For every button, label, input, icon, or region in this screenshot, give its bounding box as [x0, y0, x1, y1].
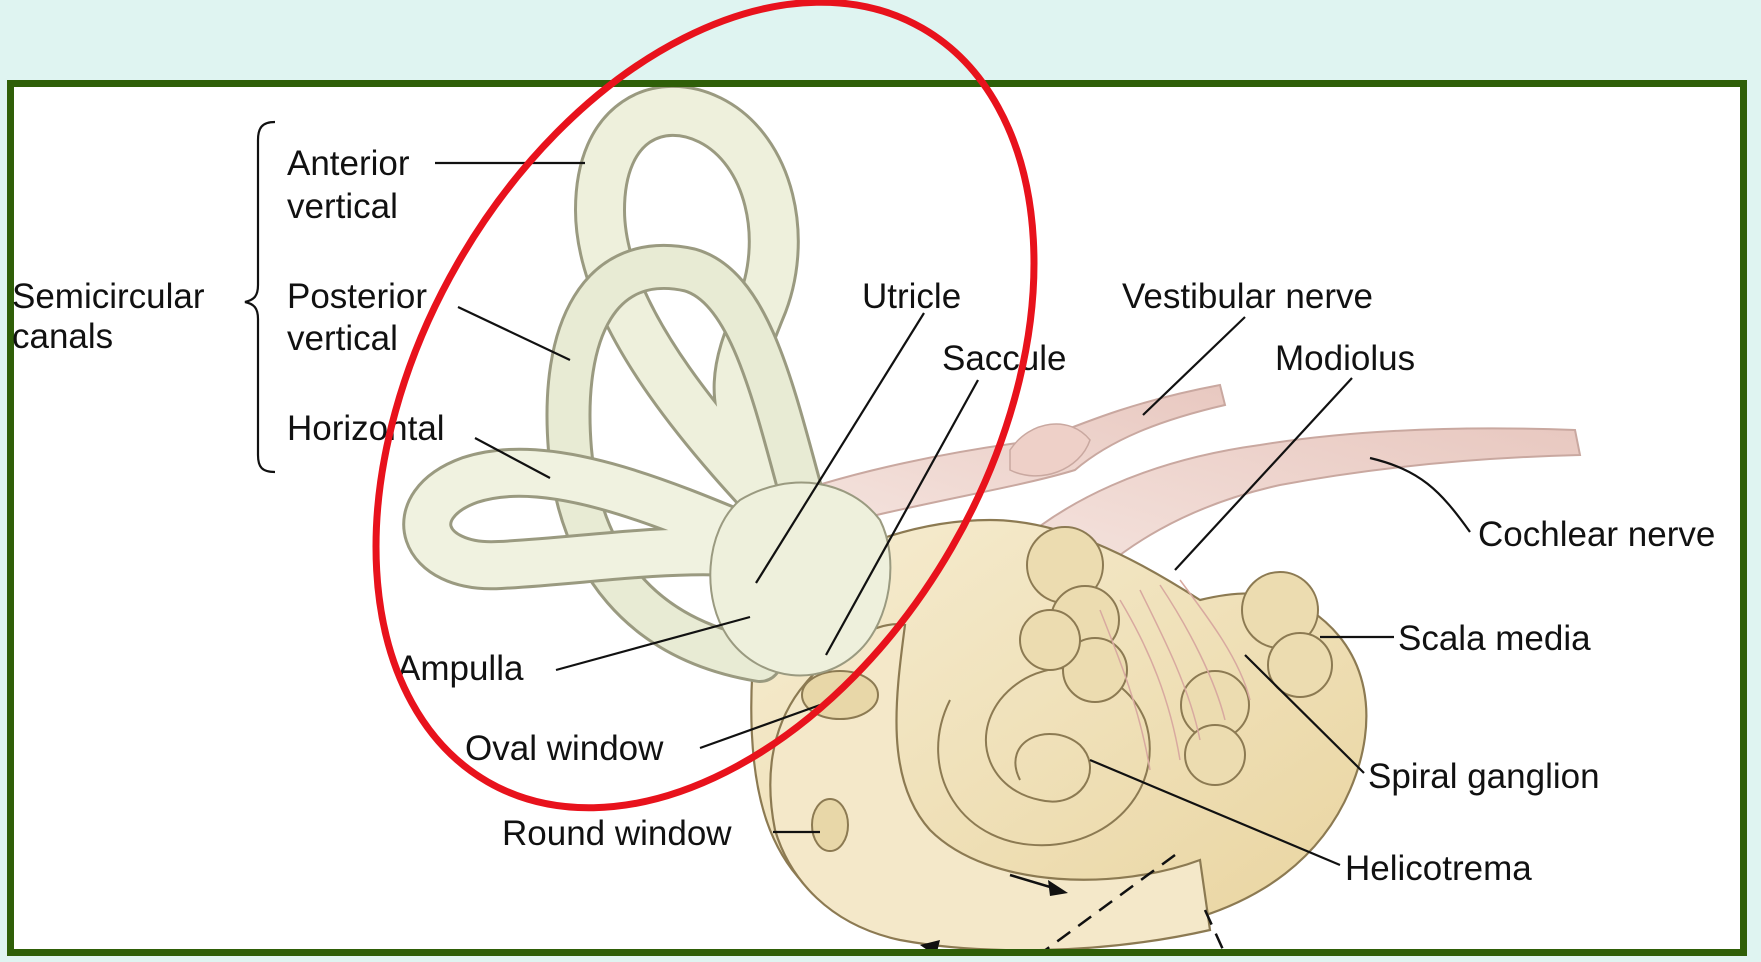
label-oval-window: Oval window [465, 729, 664, 768]
label-scala-media: Scala media [1398, 619, 1591, 658]
label-vestibular-nerve: Vestibular nerve [1122, 277, 1373, 316]
label-anterior: Anterior [287, 144, 410, 183]
label-helicotrema: Helicotrema [1345, 849, 1532, 888]
label-horizontal: Horizontal [287, 409, 445, 448]
label-modiolus: Modiolus [1275, 339, 1415, 378]
round-window-shape [812, 799, 848, 851]
label-semicircular: Semicircular [12, 277, 205, 316]
label-posterior-vertical: vertical [287, 319, 398, 358]
label-saccule: Saccule [942, 339, 1067, 378]
label-cochlear-nerve: Cochlear nerve [1478, 515, 1715, 554]
label-utricle: Utricle [862, 277, 961, 316]
label-ampulla: Ampulla [397, 649, 524, 688]
label-anterior-vertical: vertical [287, 187, 398, 226]
semicircular-bracket [245, 122, 275, 472]
label-canals: canals [12, 317, 113, 356]
label-round-window: Round window [502, 814, 732, 853]
label-posterior: Posterior [287, 277, 427, 316]
label-spiral-ganglion: Spiral ganglion [1368, 757, 1600, 796]
